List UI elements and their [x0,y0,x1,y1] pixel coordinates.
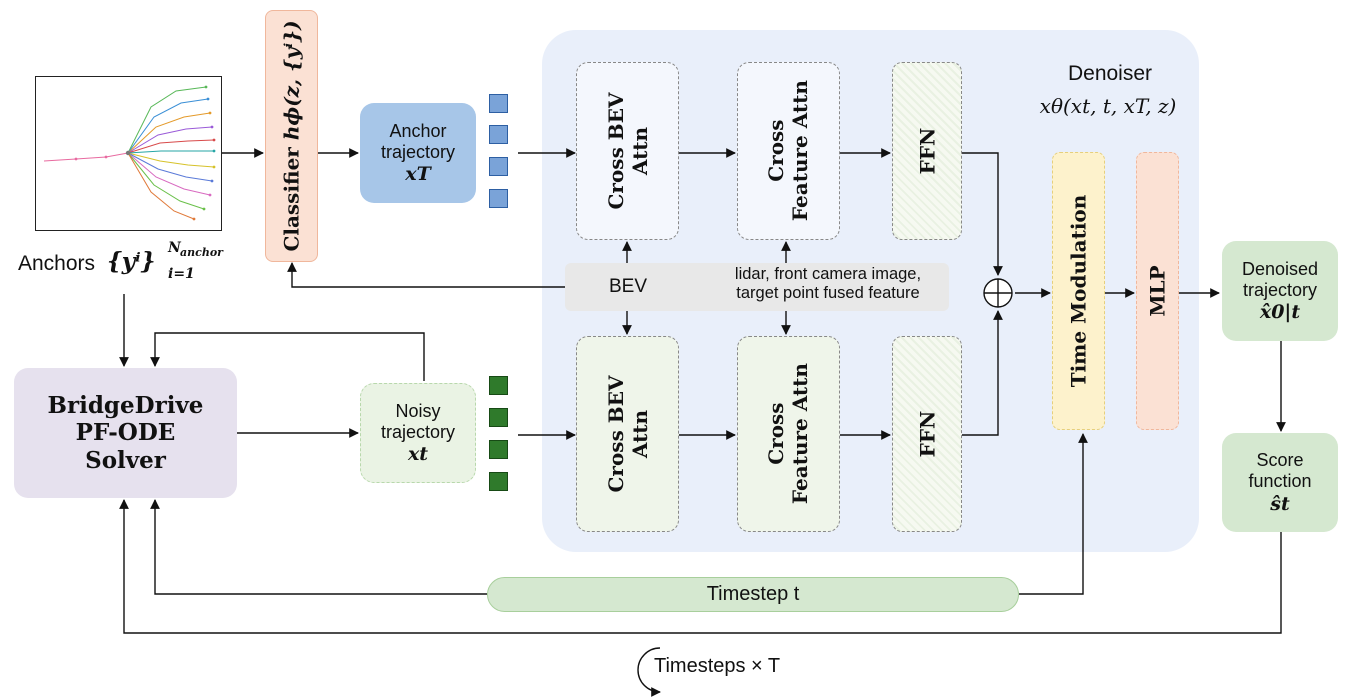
denoised-var: x̂0|t [1259,301,1301,324]
anchors-label-text: Anchors [18,252,96,275]
sum-node [983,278,1013,308]
denoiser-title-text: Denoiser [1067,62,1153,85]
arrow-timestep-timemod [1019,433,1088,595]
noisy-trajectory-box: Noisy trajectory xt [360,383,476,483]
noisy-token-1 [489,376,508,395]
ffn-top-label: FFN [915,128,939,175]
ffn-bottom: FFN [892,336,962,532]
mlp-box: MLP [1136,152,1179,430]
anchor-fan-plot [43,85,216,221]
solver-text: BridgeDrive PF-ODE Solver [48,392,204,473]
timesteps-loop-label: Timesteps × T [654,655,780,678]
anchor-trajectory-text: Anchor trajectory xT [381,121,455,186]
time-modulation-text: Time Modulation [1066,194,1091,388]
fused-feature-line1: lidar, front camera image, [734,265,922,283]
loop-icon [637,647,661,697]
noisy-trajectory-line2: trajectory [380,421,456,442]
mlp-label: MLP [1146,265,1170,316]
anchors-image [35,76,222,231]
timestep-label: Timestep t [706,583,800,605]
denoiser-title: Denoiser [1030,62,1190,86]
anchors-sup-anchor: anchor [180,246,223,259]
anchors-formula: {yⁱ} [107,248,156,275]
arrow-ffn-sum-bottom [962,310,1003,436]
classifier-word: Classifier [279,147,304,252]
anchor-token-3 [489,157,508,176]
noisy-token-4 [489,472,508,491]
solver-line3: Solver [85,446,166,474]
denoised-trajectory-text: Denoised trajectory x̂0|t [1242,259,1318,324]
anchor-token-2 [489,125,508,144]
anchor-trajectory-line1: Anchor [389,120,447,141]
cross-bev-attn-top-label: Cross BEV Attn [604,76,652,226]
bev-feature-bar: BEV lidar, front camera image, target po… [565,263,949,311]
timesteps-loop-text: Timesteps × T [654,655,781,677]
cross-bev-attn-bottom-text: Cross BEV Attn [603,375,652,493]
time-modulation-label: Time Modulation [1067,195,1091,388]
solver-box: BridgeDrive PF-ODE Solver [14,368,237,498]
noisy-token-2 [489,408,508,427]
denoised-line1: Denoised [1241,258,1319,279]
score-line2: function [1248,471,1312,492]
score-function-box: Score function ŝt [1222,433,1338,532]
anchor-token-1 [489,94,508,113]
fused-feature-label: lidar, front camera image, target point … [710,265,946,304]
ffn-top: FFN [892,62,962,240]
cross-bev-attn-top-text: Cross BEV Attn [603,92,652,210]
classifier-box: Classifier hϕ(z, {yⁱ}) [265,10,318,262]
bev-label: BEV [609,276,648,297]
cross-feature-attn-bottom-line1: Cross [763,402,788,466]
cross-feature-attn-top-line1: Cross [763,119,788,183]
score-var: ŝt [1270,492,1290,515]
ffn-bottom-text: FFN [915,410,939,458]
noisy-trajectory-var: xt [407,443,429,466]
denoiser-formula-text: xθ(xt, t, xT, z) [1039,94,1177,118]
classifier-formula: hϕ(z, {yⁱ}) [279,20,304,141]
noisy-trajectory-text: Noisy trajectory xt [381,401,455,466]
cross-bev-attn-top: Cross BEV Attn [576,62,679,240]
solver-line2: PF-ODE [75,419,176,447]
ffn-top-text: FFN [915,127,939,175]
cross-feature-attn-bottom: Cross Feature Attn [737,336,840,532]
cross-feature-attn-bottom-line2: Feature Attn [787,363,812,505]
noisy-trajectory-line1: Noisy [395,400,441,421]
arrow-timestep-solver [150,499,487,595]
arrow-noisy-solver-feedback [150,332,425,381]
cross-feature-attn-top: Cross Feature Attn [737,62,840,240]
time-modulation-box: Time Modulation [1052,152,1105,430]
classifier-label: Classifier hϕ(z, {yⁱ}) [280,20,304,251]
arrow-score-solver-loop [119,499,1282,634]
score-line1: Score [1256,450,1304,471]
denoiser-formula: xθ(xt, t, xT, z) [1020,94,1196,118]
anchors-sub: i=1 [168,266,195,282]
anchor-token-4 [489,189,508,208]
ffn-bottom-label: FFN [915,411,939,458]
solver-line1: BridgeDrive [47,392,204,420]
cross-feature-attn-top-label: Cross Feature Attn [763,80,812,222]
denoised-trajectory-box: Denoised trajectory x̂0|t [1222,241,1338,341]
score-function-text: Score function ŝt [1248,450,1311,515]
anchor-trajectory-var: xT [405,163,431,186]
anchor-trajectory-line2: trajectory [380,141,456,162]
cross-bev-attn-bottom-label: Cross BEV Attn [604,359,652,509]
cross-feature-attn-bottom-label: Cross Feature Attn [763,363,812,505]
timestep-bar: Timestep t [487,577,1019,612]
fused-feature-line2: target point fused feature [736,284,920,303]
noisy-token-3 [489,440,508,459]
anchors-label: Anchors {yⁱ} N anchor i=1 [18,240,250,290]
anchor-trajectory-box: Anchor trajectory xT [360,103,476,203]
mlp-text: MLP [1145,265,1170,317]
cross-bev-attn-bottom: Cross BEV Attn [576,336,679,532]
anchors-sup-n: N [168,240,181,256]
denoised-line2: trajectory [1242,279,1318,300]
arrow-ffn-sum-top [962,152,1003,276]
arrow-bev-classifier [287,262,565,288]
cross-feature-attn-top-line2: Feature Attn [787,80,812,222]
